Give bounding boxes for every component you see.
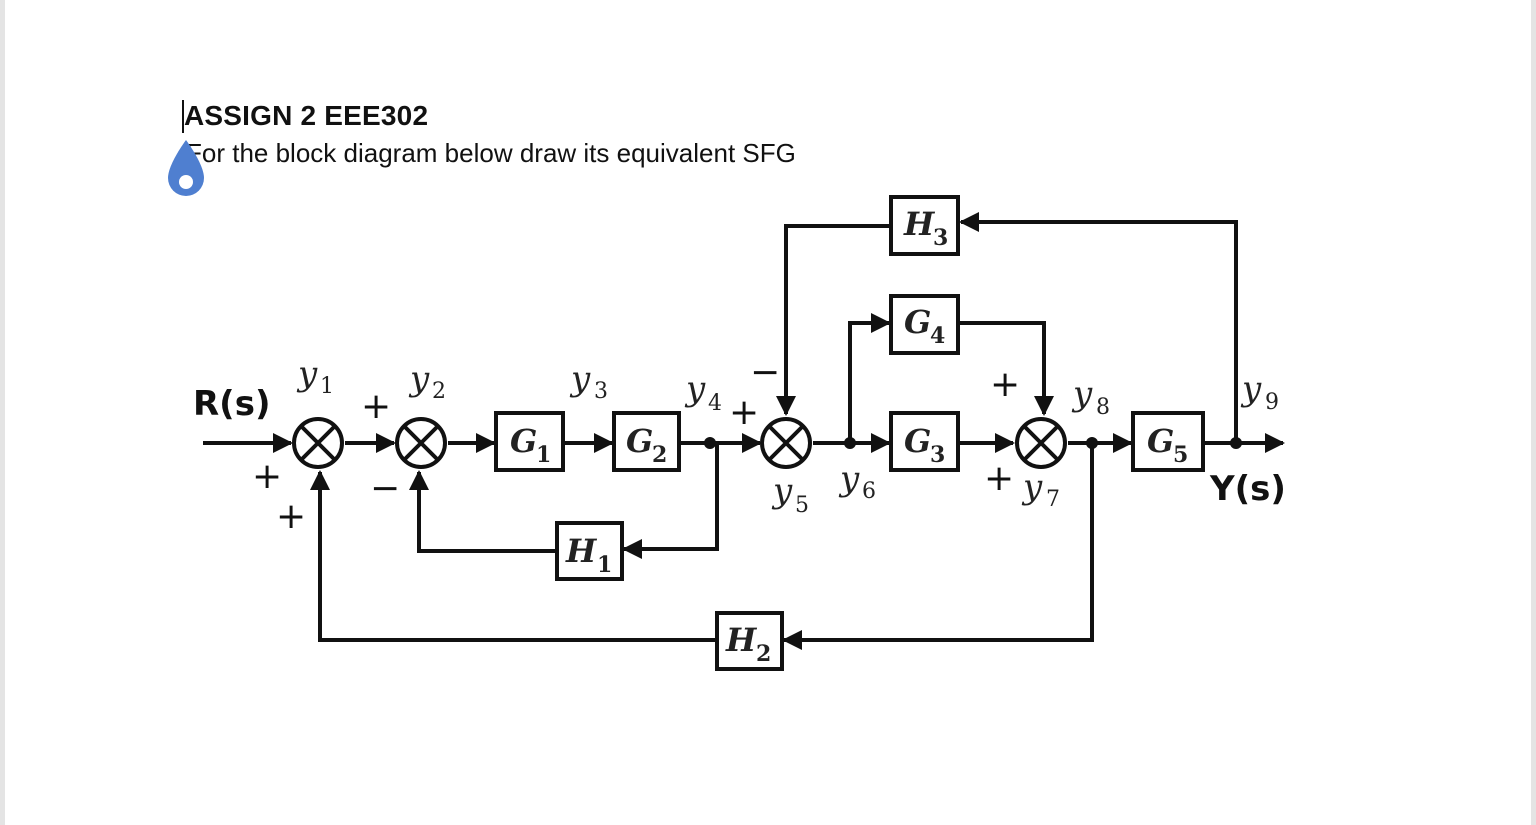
takeoff-point-y8 (1086, 437, 1098, 449)
junction-signs: + + + − + − + + (252, 352, 1020, 537)
signal-label-y5: y 5 (771, 471, 809, 518)
svg-text:6: 6 (862, 479, 876, 504)
signal-label-y9: y 9 (1240, 369, 1279, 415)
h3-input-wire (959, 212, 1238, 443)
svg-text:y: y (408, 359, 430, 399)
svg-text:y: y (1021, 467, 1043, 507)
sign-j2-feedback: − (370, 468, 400, 509)
svg-text:G: G (904, 422, 931, 460)
svg-text:2: 2 (652, 442, 667, 468)
h1-output-wire (409, 470, 555, 553)
signal-label-y8: y 8 (1071, 374, 1110, 420)
takeoff-point-y6 (844, 437, 856, 449)
svg-text:y: y (1071, 374, 1093, 414)
svg-text:y: y (771, 471, 793, 511)
svg-text:4: 4 (708, 391, 722, 416)
block-h3: H 3 (889, 195, 960, 256)
sign-j4-left: + (984, 458, 1014, 499)
input-label: R(s) (193, 384, 271, 424)
page-right-edge (1531, 0, 1536, 825)
h2-output-wire (310, 470, 715, 642)
signal-label-y6: y 6 (838, 459, 876, 504)
g4-feedforward-wire (848, 313, 891, 443)
sign-j4-top: + (990, 364, 1020, 405)
document-title: ASSIGN 2 EEE302 (184, 100, 429, 131)
summing-junction-2 (395, 417, 447, 469)
svg-text:4: 4 (930, 323, 945, 349)
h3-output-wire (776, 224, 889, 416)
block-g4: G 4 (889, 294, 960, 355)
svg-text:y: y (684, 369, 706, 409)
svg-text:y: y (1240, 369, 1262, 409)
svg-text:1: 1 (597, 552, 612, 578)
svg-text:H: H (903, 205, 936, 243)
block-g1: G 1 (494, 411, 565, 472)
takeoff-points (704, 437, 1242, 449)
signal-label-y2: y 2 (408, 359, 446, 404)
g4-output-wire (960, 321, 1054, 416)
svg-text:G: G (510, 422, 537, 460)
svg-text:H: H (565, 532, 598, 570)
svg-text:H: H (725, 621, 758, 659)
signal-label-y3: y 3 (569, 359, 608, 404)
svg-text:y: y (569, 359, 591, 399)
svg-text:3: 3 (933, 225, 948, 251)
sign-j3-feedback: − (750, 352, 780, 393)
summing-junction-4 (1015, 417, 1067, 469)
text-caret (182, 100, 184, 133)
block-g3: G 3 (889, 411, 960, 472)
sign-j2-input: + (361, 386, 391, 427)
svg-text:8: 8 (1096, 395, 1110, 420)
signal-label-y1: y 1 (296, 354, 334, 399)
output-label: Y(s) (1209, 469, 1286, 509)
h1-input-wire (622, 443, 719, 559)
svg-text:y: y (838, 459, 860, 499)
sign-j1-input: + (252, 456, 282, 497)
summing-junction-3 (760, 417, 812, 469)
svg-text:G: G (1147, 422, 1174, 460)
svg-text:1: 1 (536, 442, 551, 468)
signal-label-y7: y 7 (1021, 467, 1060, 512)
svg-text:9: 9 (1265, 390, 1279, 415)
block-g5: G 5 (1131, 411, 1205, 472)
svg-text:3: 3 (930, 442, 945, 468)
document-subtitle: For the block diagram below draw its equ… (186, 138, 796, 168)
svg-text:G: G (626, 422, 653, 460)
teardrop-cursor-icon[interactable] (164, 138, 208, 200)
svg-text:7: 7 (1046, 487, 1060, 512)
block-h2: H 2 (715, 611, 784, 671)
block-g2: G 2 (612, 411, 681, 472)
svg-text:G: G (904, 303, 931, 341)
svg-text:2: 2 (756, 641, 771, 667)
takeoff-point-y9 (1230, 437, 1242, 449)
page-left-edge (0, 0, 5, 825)
svg-text:5: 5 (795, 493, 809, 518)
sign-j3-input: + (729, 392, 759, 433)
signal-label-y4: y 4 (684, 369, 722, 416)
svg-text:3: 3 (594, 379, 608, 404)
block-h1: H 1 (555, 521, 624, 581)
takeoff-point-y4 (704, 437, 716, 449)
h2-input-wire (782, 443, 1094, 650)
svg-text:5: 5 (1173, 442, 1188, 468)
sign-j1-feedback: + (276, 496, 306, 537)
svg-text:2: 2 (432, 379, 446, 404)
svg-text:y: y (296, 354, 318, 394)
summing-junction-1 (292, 417, 344, 469)
svg-text:1: 1 (320, 374, 334, 399)
